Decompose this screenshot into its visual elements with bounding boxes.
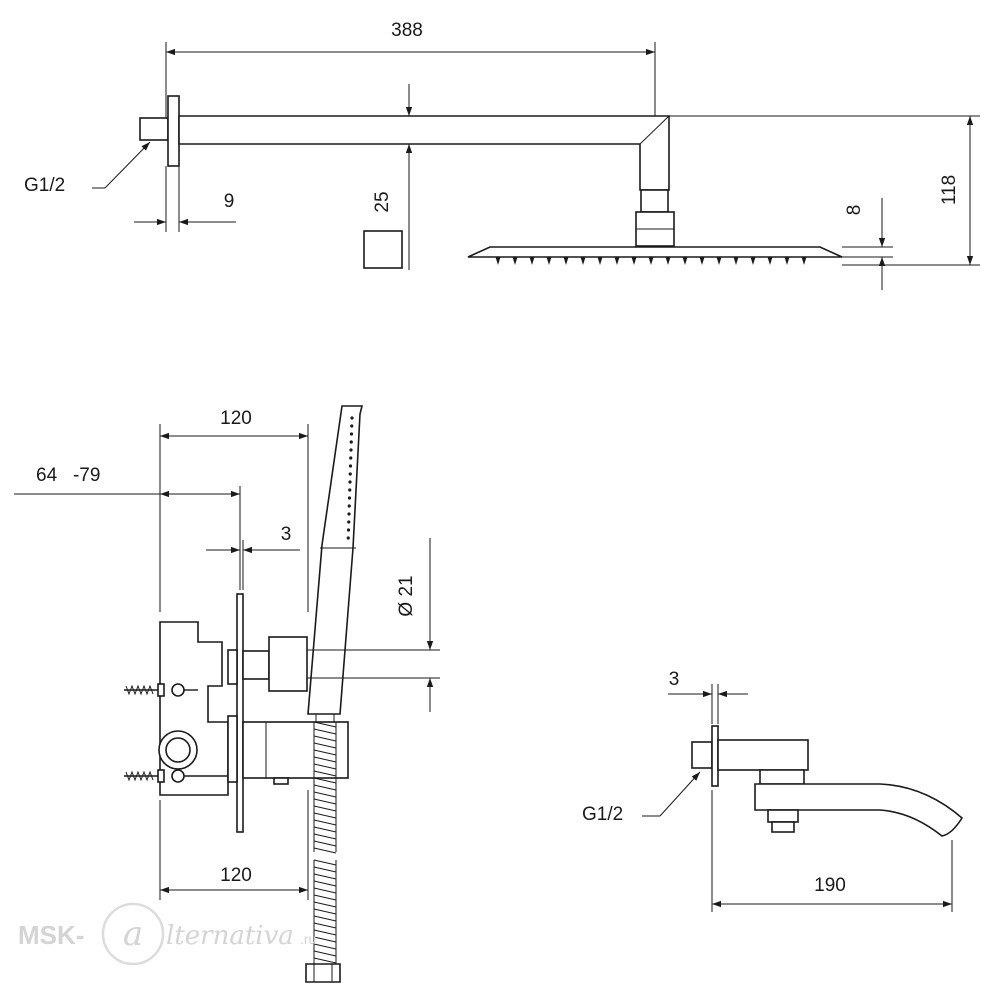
spout-aerator (767, 809, 799, 823)
dim-arm-length: 388 (391, 20, 423, 41)
nozzle (699, 257, 705, 265)
mixer-handle (242, 721, 349, 779)
nozzle (733, 257, 739, 265)
dim-head-thickness: 8 (844, 205, 865, 216)
hand-nozzle (349, 456, 353, 460)
spout-neck (759, 769, 805, 785)
dim-depth-bottom: 120 (220, 865, 252, 886)
mixer-assembly: 120 64 -79 3 Ø 21 120 (14, 405, 440, 983)
hand-nozzle (346, 536, 350, 540)
svg-text:a: a (123, 914, 143, 954)
dim-depth-top: 120 (220, 408, 252, 429)
nozzle (648, 257, 654, 265)
shower-arm (178, 115, 670, 191)
spout-plate (711, 725, 719, 787)
wall-screw-lower (124, 769, 228, 783)
rain-shower-assembly: 388 118 8 25 9 G1/2 (24, 20, 980, 290)
spout-assembly: 3 G1/2 190 (582, 669, 964, 912)
hand-nozzle (349, 448, 353, 452)
nozzle (767, 257, 773, 265)
nozzle (580, 257, 586, 265)
hose-coil (313, 859, 337, 964)
dim-height: 118 (939, 175, 960, 205)
dim-plate-mixer: 3 (281, 524, 292, 545)
cover-plate (236, 593, 244, 833)
hand-nozzle (347, 512, 351, 516)
nozzle (546, 257, 552, 265)
spout-curve (754, 783, 964, 837)
hand-nozzle (346, 528, 351, 532)
nozzle (682, 257, 688, 265)
nozzle (563, 257, 569, 265)
nozzle (495, 257, 501, 265)
hand-nozzle (349, 432, 354, 436)
hand-nozzle (348, 464, 353, 468)
hose-outlet (242, 650, 270, 680)
hose-nut (305, 963, 341, 983)
dim-diameter: Ø 21 (396, 575, 417, 616)
hand-nozzle (350, 424, 354, 428)
dim-flange: 9 (224, 191, 235, 212)
shower-hose (313, 721, 337, 964)
hand-nozzle (347, 504, 351, 508)
hand-shower (307, 405, 364, 715)
hand-nozzle (348, 488, 352, 492)
watermark-prefix: MSK- (18, 920, 84, 950)
hand-nozzle (349, 440, 353, 444)
dim-plate-spout: 3 (669, 669, 680, 690)
nozzle (614, 257, 620, 265)
hand-nozzle (348, 472, 352, 476)
hose-coil (313, 721, 337, 854)
arm-section-square (363, 230, 403, 269)
thread-label-spout: G1/2 (582, 804, 623, 825)
shower-head (467, 246, 843, 258)
wall-screw-upper (124, 683, 198, 697)
nozzle (784, 257, 790, 265)
hand-shower-nozzles (346, 416, 354, 540)
hand-nozzle (348, 480, 352, 484)
shower-nozzles (495, 257, 807, 265)
spout-connector (691, 741, 713, 769)
mixer-body (159, 621, 229, 796)
nozzle (750, 257, 756, 265)
dim-arm-square: 25 (372, 191, 393, 212)
hand-nozzle (347, 496, 352, 500)
nozzle (597, 257, 603, 265)
wall-flange (167, 95, 180, 167)
thread-label-shower: G1/2 (24, 175, 65, 196)
wall-connector (139, 117, 169, 141)
nozzle (529, 257, 535, 265)
head-connector (640, 189, 669, 213)
nozzle (631, 257, 637, 265)
watermark-script: lternativa (166, 921, 294, 951)
hand-nozzle (350, 416, 354, 420)
watermark-suffix: .ru (300, 931, 316, 947)
nozzle (716, 257, 722, 265)
hand-nozzle (347, 520, 351, 524)
spout-body (717, 739, 809, 771)
nozzle (801, 257, 807, 265)
dim-install-range: 64 -79 (36, 465, 100, 486)
nozzle (512, 257, 518, 265)
nozzle (665, 257, 671, 265)
watermark-logo: MSK- a lternativa .ru (18, 902, 316, 966)
dim-spout-length: 190 (814, 875, 846, 896)
